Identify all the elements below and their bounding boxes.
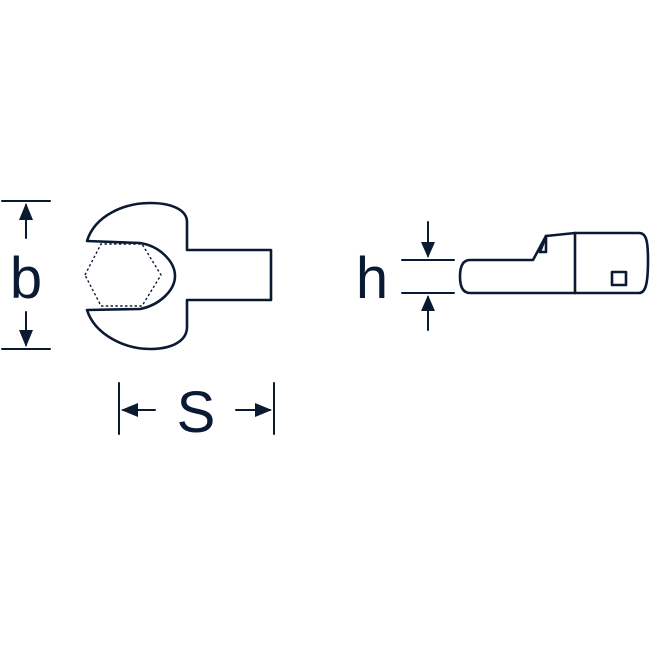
dimension-s: S <box>118 380 275 445</box>
dimension-h: h <box>356 221 455 331</box>
dimension-s-arrow-left <box>121 403 138 417</box>
dimension-b: b <box>1 200 51 350</box>
dimension-h-label: h <box>356 246 388 311</box>
locking-pin <box>610 270 628 287</box>
dimension-s-label: S <box>177 380 216 445</box>
dimension-h-arrow-top <box>421 242 435 258</box>
insert-tool-side-view <box>458 231 650 295</box>
dimension-b-label: b <box>10 246 42 311</box>
insert-head-profile <box>458 231 577 295</box>
dimension-h-arrow-bottom <box>421 295 435 311</box>
dimension-b-arrow-top <box>19 203 33 220</box>
insert-shank <box>573 231 650 295</box>
wrench-head-outline <box>85 201 273 351</box>
dimension-b-arrow-bottom <box>19 330 33 347</box>
dimension-s-arrow-right <box>255 403 272 417</box>
hex-nut-outline <box>84 243 162 307</box>
insert-step <box>538 234 548 254</box>
wrench-head-front-view <box>84 201 273 351</box>
